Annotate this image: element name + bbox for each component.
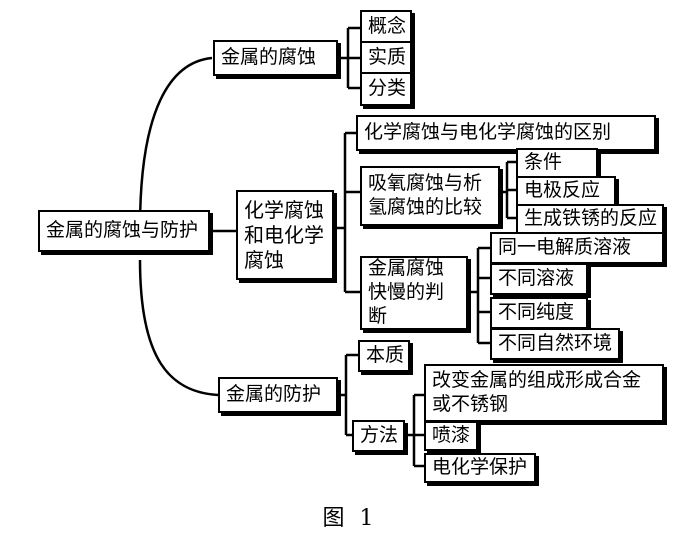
node-oxygen-hydrogen: 吸氧腐蚀与析氢腐蚀的比较 [360,166,500,226]
branch-chem-electrochem: 化学腐蚀和电化学腐蚀 [236,190,334,280]
branch-protection: 金属的防护 [218,377,338,413]
leaf-conditions: 条件 [516,148,598,178]
leaf-painting: 喷漆 [424,421,478,451]
leaf-classification: 分类 [360,72,412,106]
leaf-electrochemical-protection: 电化学保护 [424,453,536,483]
node-protection-essence: 本质 [358,340,410,372]
leaf-different-solutions: 不同溶液 [490,263,588,295]
leaf-concept: 概念 [360,10,412,44]
node-corrosion-speed: 金属腐蚀快慢的判断 [360,256,468,330]
connector-b1 [338,26,360,90]
leaf-different-purity: 不同纯度 [490,297,588,329]
branch-corrosion: 金属的腐蚀 [213,40,338,76]
leaf-essence: 实质 [360,41,412,75]
root-node: 金属的腐蚀与防护 [38,210,210,252]
leaf-alloy: 改变金属的组成形成合金或不锈钢 [424,364,664,422]
leaf-same-electrolyte: 同一电解质溶液 [490,232,664,264]
connector-b2 [333,131,360,294]
connector-root-branch1 [138,56,213,229]
figure-caption: 图 1 [322,506,378,531]
connector-root-branch3 [138,259,219,397]
connector-b2-sub2 [468,246,490,345]
node-methods: 方法 [352,420,405,452]
node-difference: 化学腐蚀与电化学腐蚀的区别 [356,115,656,151]
connector-b3-sub [405,393,424,468]
leaf-different-environment: 不同自然环境 [490,328,620,360]
connector-b2-sub1 [500,160,516,220]
leaf-electrode-reaction: 电极反应 [516,176,616,206]
leaf-rust-reaction: 生成铁锈的反应 [516,204,664,234]
connector-b3 [338,353,358,437]
